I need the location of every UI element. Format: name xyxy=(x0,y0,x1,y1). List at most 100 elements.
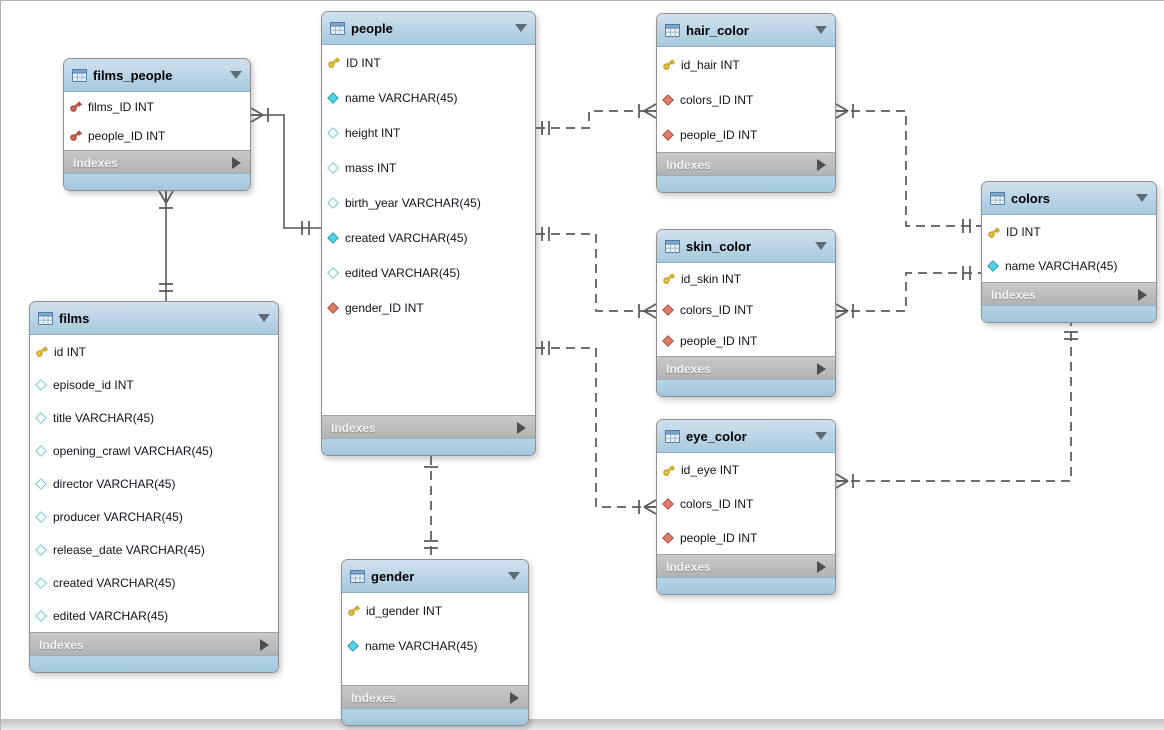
column-row[interactable]: height INT xyxy=(322,115,535,150)
column-row[interactable]: mass INT xyxy=(322,150,535,185)
column-notnull-icon xyxy=(347,639,359,652)
table-footer xyxy=(322,438,535,455)
column-row[interactable]: director VARCHAR(45) xyxy=(30,467,278,500)
collapse-arrow-icon[interactable] xyxy=(815,242,827,250)
relationship-people-eye_color[interactable] xyxy=(536,341,657,515)
relationship-eye_color-colors[interactable] xyxy=(835,323,1078,489)
expand-arrow-icon[interactable] xyxy=(510,691,519,704)
column-row[interactable]: id INT xyxy=(30,335,278,368)
table-header[interactable]: films_people xyxy=(64,59,250,92)
column-row[interactable]: people_ID INT xyxy=(657,325,835,356)
relationship-films_people-films[interactable] xyxy=(158,190,174,301)
column-row[interactable]: opening_crawl VARCHAR(45) xyxy=(30,434,278,467)
column-row[interactable]: people_ID INT xyxy=(64,121,250,150)
collapse-arrow-icon[interactable] xyxy=(258,314,270,322)
table-header[interactable]: hair_color xyxy=(657,14,835,47)
column-row[interactable]: release_date VARCHAR(45) xyxy=(30,533,278,566)
relationship-people-skin_color[interactable] xyxy=(536,227,657,319)
column-row[interactable]: created VARCHAR(45) xyxy=(322,220,535,255)
column-row[interactable]: id_gender INT xyxy=(342,593,528,628)
indexes-label: Indexes xyxy=(666,157,711,172)
indexes-bar[interactable]: Indexes xyxy=(657,152,835,176)
column-notnull-icon xyxy=(327,91,339,104)
column-label: producer VARCHAR(45) xyxy=(53,509,183,524)
relationship-line[interactable] xyxy=(536,110,656,129)
primary-foreign-key-icon xyxy=(69,129,82,142)
indexes-bar[interactable]: Indexes xyxy=(342,685,528,709)
column-row[interactable]: gender_ID INT xyxy=(322,290,535,325)
relationship-line[interactable] xyxy=(836,110,981,227)
relationship-skin_color-colors[interactable] xyxy=(835,266,981,319)
relationship-line[interactable] xyxy=(836,272,981,312)
relationship-line[interactable] xyxy=(836,323,1072,482)
column-row[interactable]: producer VARCHAR(45) xyxy=(30,500,278,533)
table-header[interactable]: gender xyxy=(342,560,528,593)
relationship-hair_color-colors[interactable] xyxy=(835,103,981,233)
table-header[interactable]: films xyxy=(30,302,278,335)
column-row[interactable]: films_ID INT xyxy=(64,92,250,121)
relationship-line[interactable] xyxy=(251,114,321,229)
expand-arrow-icon[interactable] xyxy=(817,362,826,375)
expand-arrow-icon[interactable] xyxy=(232,156,241,169)
expand-arrow-icon[interactable] xyxy=(817,560,826,573)
indexes-bar[interactable]: Indexes xyxy=(322,415,535,439)
indexes-bar[interactable]: Indexes xyxy=(64,150,250,174)
column-row[interactable]: id_eye INT xyxy=(657,453,835,487)
column-row[interactable]: colors_ID INT xyxy=(657,82,835,117)
relationship-line[interactable] xyxy=(536,233,656,312)
table-title: gender xyxy=(371,568,415,584)
indexes-bar[interactable]: Indexes xyxy=(30,632,278,656)
table-header[interactable]: colors xyxy=(982,182,1156,215)
table-header[interactable]: people xyxy=(322,12,535,45)
indexes-bar[interactable]: Indexes xyxy=(657,356,835,380)
relationship-line[interactable] xyxy=(536,347,656,508)
table-header[interactable]: skin_color xyxy=(657,230,835,263)
column-nullable-icon xyxy=(327,196,339,209)
column-row[interactable]: colors_ID INT xyxy=(657,294,835,325)
column-row[interactable]: people_ID INT xyxy=(657,521,835,554)
collapse-arrow-icon[interactable] xyxy=(815,26,827,34)
column-label: height INT xyxy=(345,125,401,140)
column-row[interactable]: episode_id INT xyxy=(30,368,278,401)
column-row[interactable]: name VARCHAR(45) xyxy=(982,249,1156,282)
expand-arrow-icon[interactable] xyxy=(517,421,526,434)
column-row[interactable]: people_ID INT xyxy=(657,117,835,152)
relationship-films_people-people[interactable] xyxy=(250,107,321,235)
column-row[interactable]: ID INT xyxy=(322,45,535,80)
column-row[interactable]: birth_year VARCHAR(45) xyxy=(322,185,535,220)
column-row[interactable]: id_hair INT xyxy=(657,47,835,82)
collapse-arrow-icon[interactable] xyxy=(508,572,520,580)
column-label: gender_ID INT xyxy=(345,300,424,315)
collapse-arrow-icon[interactable] xyxy=(230,71,242,79)
expand-arrow-icon[interactable] xyxy=(1138,288,1147,301)
column-row[interactable]: edited VARCHAR(45) xyxy=(30,599,278,632)
column-row[interactable]: created VARCHAR(45) xyxy=(30,566,278,599)
expand-arrow-icon[interactable] xyxy=(817,158,826,171)
expand-arrow-icon[interactable] xyxy=(260,638,269,651)
relationship-people-gender[interactable] xyxy=(424,456,438,559)
collapse-arrow-icon[interactable] xyxy=(815,432,827,440)
column-row[interactable]: name VARCHAR(45) xyxy=(322,80,535,115)
column-row[interactable]: edited VARCHAR(45) xyxy=(322,255,535,290)
column-row[interactable]: id_skin INT xyxy=(657,263,835,294)
column-row[interactable]: ID INT xyxy=(982,215,1156,249)
collapse-arrow-icon[interactable] xyxy=(515,24,527,32)
table-footer xyxy=(982,305,1156,322)
table-header[interactable]: eye_color xyxy=(657,420,835,453)
indexes-bar[interactable]: Indexes xyxy=(657,554,835,578)
column-row[interactable]: title VARCHAR(45) xyxy=(30,401,278,434)
column-row[interactable]: name VARCHAR(45) xyxy=(342,628,528,663)
relationship-people-hair_color[interactable] xyxy=(536,103,657,135)
collapse-arrow-icon[interactable] xyxy=(1136,194,1148,202)
indexes-bar[interactable]: Indexes xyxy=(982,282,1156,306)
column-row[interactable]: colors_ID INT xyxy=(657,487,835,521)
